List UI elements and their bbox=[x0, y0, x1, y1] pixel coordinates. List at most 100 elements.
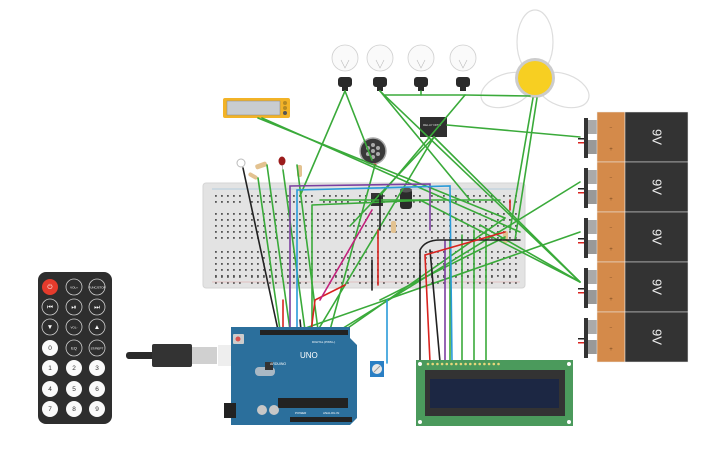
arduino-uno[interactable]: UNO ARDUINO DIGITAL (PWM~) POWER ANALOG … bbox=[224, 327, 357, 425]
wire[interactable] bbox=[424, 231, 506, 363]
remote-button-vol-down[interactable]: VOL- bbox=[65, 318, 83, 336]
wire[interactable] bbox=[344, 90, 373, 161]
wire[interactable] bbox=[311, 199, 431, 331]
remote-button-label: ⏮ bbox=[47, 304, 53, 311]
wire[interactable] bbox=[379, 90, 581, 283]
multimeter[interactable] bbox=[223, 98, 290, 118]
dc-motor-fan[interactable] bbox=[476, 9, 594, 114]
remote-button-up[interactable]: ▲ bbox=[88, 318, 106, 336]
breadboard-hole bbox=[353, 219, 355, 221]
resistor bbox=[255, 161, 268, 170]
breadboard-hole bbox=[299, 225, 301, 227]
wire[interactable] bbox=[329, 164, 376, 331]
battery-9v[interactable]: −+9V bbox=[578, 311, 689, 363]
relay[interactable]: RELAY DPDT bbox=[420, 117, 447, 137]
remote-button-power[interactable]: ⏻ bbox=[42, 279, 58, 295]
breadboard-hole bbox=[347, 276, 349, 278]
light-bulb[interactable] bbox=[449, 44, 477, 91]
breadboard-hole bbox=[323, 195, 325, 197]
wire[interactable] bbox=[242, 167, 279, 331]
breadboard-hole bbox=[257, 276, 259, 278]
breadboard-hole bbox=[335, 263, 337, 265]
remote-button-next[interactable]: ⏭ bbox=[88, 298, 106, 316]
remote-button-label: ⏯ bbox=[71, 304, 76, 311]
remote-button-play-pause[interactable]: ⏯ bbox=[65, 298, 83, 316]
battery-9v[interactable]: −+9V bbox=[578, 111, 689, 163]
arduino-model: UNO bbox=[300, 351, 318, 360]
breadboard-hole bbox=[407, 213, 409, 215]
remote-button-digit-3[interactable]: 3 bbox=[89, 360, 105, 376]
wire[interactable] bbox=[379, 236, 506, 301]
wire[interactable] bbox=[429, 249, 441, 363]
wire[interactable] bbox=[289, 183, 431, 331]
remote-button-digit-4[interactable]: 4 bbox=[42, 381, 58, 397]
wire[interactable] bbox=[509, 97, 534, 231]
breadboard-hole bbox=[263, 269, 265, 271]
breadboard-hole bbox=[455, 282, 457, 284]
lcd-pin bbox=[469, 362, 472, 366]
breadboard-hole bbox=[305, 269, 307, 271]
remote-button-digit-0[interactable]: 0 bbox=[42, 340, 58, 356]
remote-button-st-rept[interactable]: ST/REPT bbox=[88, 339, 106, 357]
breadboard-hole bbox=[365, 213, 367, 215]
breadboard-hole bbox=[221, 237, 223, 239]
light-bulb[interactable] bbox=[366, 44, 394, 91]
breadboard-hole bbox=[389, 251, 391, 253]
remote-button-digit-7[interactable]: 7 bbox=[42, 401, 58, 417]
light-bulb[interactable] bbox=[407, 44, 435, 91]
light-bulb[interactable] bbox=[331, 44, 359, 91]
wire[interactable] bbox=[344, 217, 506, 331]
remote-button-digit-6[interactable]: 6 bbox=[89, 381, 105, 397]
wire[interactable] bbox=[319, 209, 373, 301]
wire[interactable] bbox=[419, 239, 521, 363]
remote-button-prev[interactable]: ⏮ bbox=[41, 298, 59, 316]
wire[interactable] bbox=[261, 117, 521, 233]
wire[interactable] bbox=[433, 136, 581, 283]
reset-button-cap bbox=[235, 336, 241, 342]
wire[interactable] bbox=[419, 199, 581, 283]
remote-button-digit-1[interactable]: 1 bbox=[42, 360, 58, 376]
remote-button-digit-9[interactable]: 9 bbox=[89, 401, 105, 417]
battery-9v[interactable]: −+9V bbox=[578, 261, 689, 313]
battery-9v[interactable]: −+9V bbox=[578, 161, 689, 213]
wire[interactable] bbox=[317, 136, 435, 331]
wire[interactable] bbox=[514, 97, 538, 241]
breadboard-hole bbox=[281, 263, 283, 265]
battery-9v[interactable]: −+9V bbox=[578, 211, 689, 263]
remote-button-digit-5[interactable]: 5 bbox=[66, 381, 82, 397]
wire[interactable] bbox=[282, 169, 306, 331]
breadboard-hole bbox=[455, 225, 457, 227]
breadboard-hole bbox=[419, 219, 421, 221]
remote-button-digit-8[interactable]: 8 bbox=[66, 401, 82, 417]
lcd-16x2 bbox=[416, 360, 573, 426]
wire[interactable] bbox=[349, 136, 435, 227]
usb-cable[interactable] bbox=[126, 344, 232, 367]
wire[interactable] bbox=[464, 94, 531, 97]
wire[interactable] bbox=[266, 164, 291, 331]
breadboard-hole bbox=[491, 237, 493, 239]
breadboard-hole bbox=[251, 213, 253, 215]
breadboard-hole bbox=[329, 263, 331, 265]
breadboard-hole bbox=[287, 282, 289, 284]
breadboard-hole bbox=[389, 269, 391, 271]
breadboard-hole bbox=[401, 276, 403, 278]
breadboard-hole bbox=[491, 251, 493, 253]
remote-button-vol-up[interactable]: VOL+ bbox=[65, 278, 83, 296]
remote-button-down[interactable]: ▼ bbox=[41, 318, 59, 336]
battery-label: 9V bbox=[650, 129, 665, 145]
wire[interactable] bbox=[299, 231, 581, 331]
breadboard-hole bbox=[377, 213, 379, 215]
breadboard-hole bbox=[347, 237, 349, 239]
wire[interactable] bbox=[257, 177, 281, 331]
breadboard-hole bbox=[359, 225, 361, 227]
wire[interactable] bbox=[446, 124, 581, 138]
capacitor bbox=[269, 405, 279, 415]
remote-button-digit-2[interactable]: 2 bbox=[66, 360, 82, 376]
remote-button-eq[interactable]: EQ bbox=[65, 339, 83, 357]
remote-button-func-stop[interactable]: FUNC/STOP bbox=[88, 278, 106, 296]
breadboard-hole bbox=[467, 231, 469, 233]
potentiometer[interactable] bbox=[370, 361, 384, 377]
breadboard[interactable] bbox=[202, 182, 526, 289]
wire[interactable] bbox=[296, 185, 453, 363]
